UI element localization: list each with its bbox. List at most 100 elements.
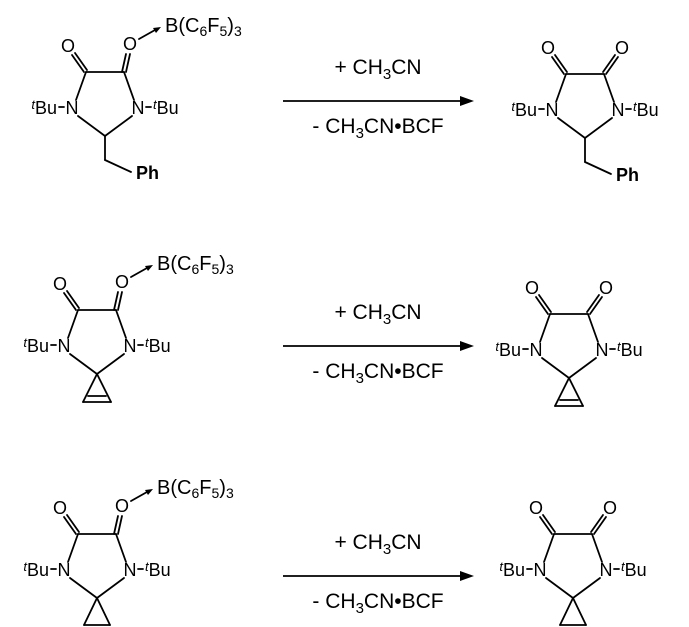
reaction-arrow xyxy=(282,571,474,582)
byproduct-text-2: CN•BCF xyxy=(363,360,444,384)
nitrogen-left-label: N xyxy=(546,100,559,120)
reagent-text: + CH xyxy=(334,56,383,79)
reagent-subscript: 3 xyxy=(382,541,392,559)
carbonyl-right-double-bond xyxy=(590,514,607,535)
oxygen-right-label: O xyxy=(115,496,129,516)
dative-bond-arrow xyxy=(138,27,161,40)
borane-label: B(C6F5)3 xyxy=(165,15,242,39)
ring-bonds xyxy=(67,309,127,375)
tbu-right-label: tBu xyxy=(621,559,647,580)
borane-label: B(C6F5)3 xyxy=(157,477,234,501)
carbonyl-right-double-bond xyxy=(113,515,123,535)
tbu-left-label: tBu xyxy=(31,97,57,118)
carbonyl-right-double-bond xyxy=(113,291,123,311)
reagent-label-above-arrow: + CH3CN xyxy=(334,55,421,88)
oxygen-left-label: O xyxy=(541,38,555,58)
dative-bond-arrow xyxy=(130,265,153,278)
nitrogen-right-label: N xyxy=(600,560,613,580)
tbu-right-label: tBu xyxy=(633,99,659,120)
carbonyl-left-double-bond xyxy=(63,514,80,535)
nitrogen-right-label: N xyxy=(612,100,625,120)
tbu-left-label: tBu xyxy=(495,339,521,360)
reagent-text: + CH xyxy=(334,301,383,324)
nitrogen-right-label: N xyxy=(596,340,609,360)
byproduct-label-below-arrow: - CH3CN•BCF xyxy=(312,359,443,392)
arrow-head xyxy=(459,571,474,582)
oxygen-left-label: O xyxy=(53,498,67,518)
ring-bonds xyxy=(67,533,127,599)
ring-bonds xyxy=(539,313,599,379)
carbonyl-left-double-bond xyxy=(63,290,80,311)
oxygen-left-label: O xyxy=(525,278,539,298)
reaction-arrow xyxy=(282,341,474,352)
reaction-3-arrow-block: + CH3CN - CH3CN•BCF xyxy=(278,530,478,622)
reactant-cyclopropene-adduct: O O B(C6F5)3 N N tBu tBu xyxy=(23,253,234,403)
oxygen-right-label: O xyxy=(115,272,129,292)
product-benzyl: O O N N tBu tBu Ph xyxy=(511,38,659,185)
product-cyclopropane: O O N N tBu tBu xyxy=(499,498,647,626)
oxygen-left-label: O xyxy=(61,36,75,56)
nitrogen-left-label: N xyxy=(58,336,71,356)
byproduct-subscript: 3 xyxy=(355,370,364,388)
byproduct-subscript: 3 xyxy=(355,600,364,618)
cyclopropane-bonds xyxy=(83,597,111,626)
tbu-right-label: tBu xyxy=(153,97,179,118)
reaction-arrow xyxy=(282,96,474,107)
carbonyl-right-double-bond xyxy=(121,53,131,73)
reagent-subscript: 3 xyxy=(382,66,392,84)
nitrogen-left-label: N xyxy=(530,340,543,360)
reagent-text: + CH xyxy=(334,531,383,554)
cyclopropene-bonds xyxy=(82,373,112,403)
byproduct-label-below-arrow: - CH3CN•BCF xyxy=(312,589,443,622)
phenyl-label: Ph xyxy=(616,165,639,185)
cyclopropene-bonds xyxy=(554,377,584,407)
cyclopropane-bonds xyxy=(559,597,587,626)
carbonyl-left-double-bond xyxy=(551,54,568,75)
product-cyclopropene: O O N N tBu tBu xyxy=(495,278,643,407)
reactant-cyclopropane-adduct: O O B(C6F5)3 N N tBu tBu xyxy=(23,477,234,626)
byproduct-text-2: CN•BCF xyxy=(363,590,444,614)
tbu-right-label: tBu xyxy=(617,339,643,360)
reagent-label-above-arrow: + CH3CN xyxy=(334,530,421,563)
byproduct-subscript: 3 xyxy=(355,125,364,143)
reagent-text-2: CN xyxy=(391,56,422,79)
oxygen-right-label: O xyxy=(615,38,629,58)
tbu-left-label: tBu xyxy=(23,335,49,356)
tbu-left-label: tBu xyxy=(23,559,49,580)
tbu-right-label: tBu xyxy=(145,335,171,356)
reagent-label-above-arrow: + CH3CN xyxy=(334,300,421,333)
ring-bonds xyxy=(543,533,603,599)
nitrogen-left-label: N xyxy=(66,98,79,118)
carbonyl-left-double-bond xyxy=(539,514,556,535)
reaction-2-arrow-block: + CH3CN - CH3CN•BCF xyxy=(278,300,478,392)
reagent-text-2: CN xyxy=(391,531,422,554)
arrow-head xyxy=(459,96,474,107)
dative-bond-arrow xyxy=(130,489,153,502)
reagent-text-2: CN xyxy=(391,301,422,324)
nitrogen-left-label: N xyxy=(58,560,71,580)
carbonyl-left-double-bond xyxy=(535,294,552,315)
reactant-benzyl-adduct: O O B(C6F5)3 N N tBu tBu Ph xyxy=(31,15,242,183)
oxygen-left-label: O xyxy=(53,274,67,294)
oxygen-right-label: O xyxy=(603,498,617,518)
ring-bonds xyxy=(75,71,135,137)
byproduct-text: - CH xyxy=(312,590,356,614)
borane-label: B(C6F5)3 xyxy=(157,253,234,277)
benzyl-bonds xyxy=(584,137,612,175)
ring-bonds xyxy=(555,73,615,139)
byproduct-text: - CH xyxy=(312,360,356,384)
arrow-head xyxy=(459,341,474,352)
oxygen-left-label: O xyxy=(529,498,543,518)
nitrogen-right-label: N xyxy=(132,98,145,118)
reaction-1-arrow-block: + CH3CN - CH3CN•BCF xyxy=(278,55,478,147)
byproduct-text: - CH xyxy=(312,115,356,139)
byproduct-label-below-arrow: - CH3CN•BCF xyxy=(312,114,443,147)
reagent-subscript: 3 xyxy=(382,311,392,329)
nitrogen-right-label: N xyxy=(124,560,137,580)
carbonyl-right-double-bond xyxy=(602,54,619,75)
oxygen-right-label: O xyxy=(123,34,137,54)
nitrogen-right-label: N xyxy=(124,336,137,356)
byproduct-text-2: CN•BCF xyxy=(363,115,444,139)
oxygen-right-label: O xyxy=(599,278,613,298)
